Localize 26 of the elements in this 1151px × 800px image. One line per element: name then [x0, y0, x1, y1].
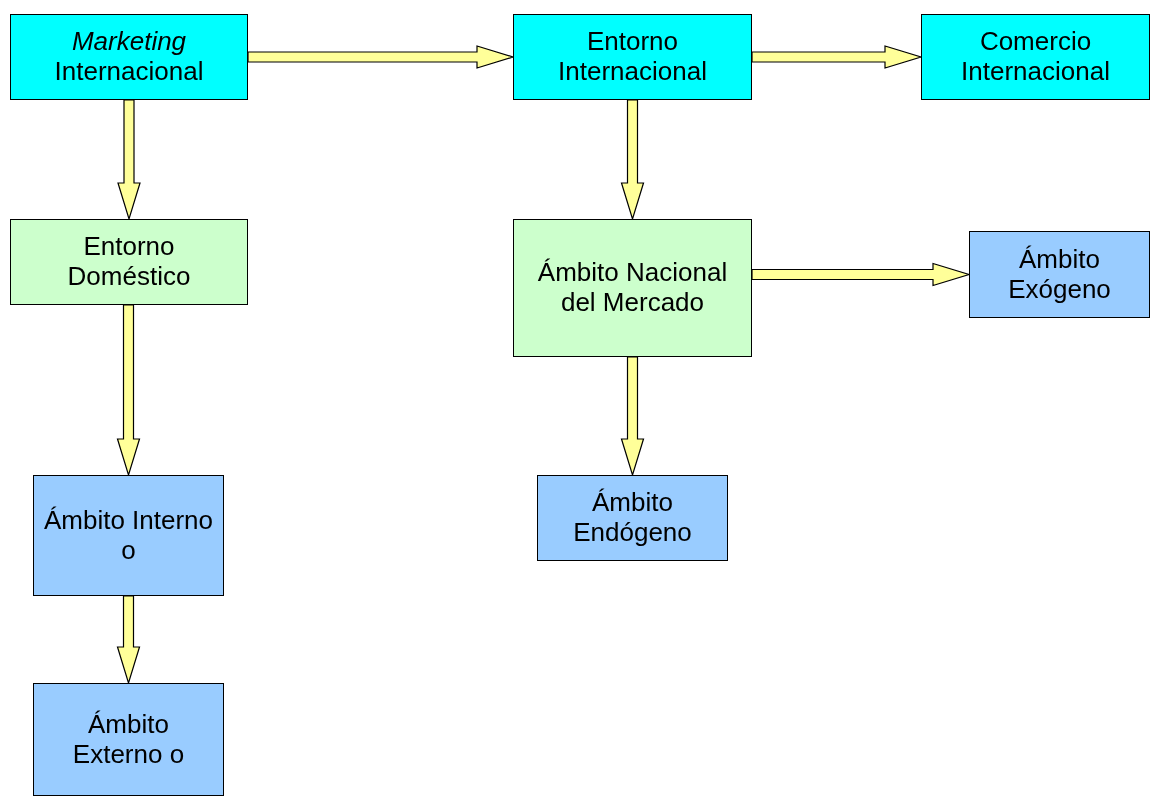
- box-label: Ámbito Nacional del Mercado: [536, 258, 729, 318]
- box-label: Entorno Internacional: [557, 27, 708, 87]
- block-arrow: [620, 356, 645, 478]
- process-box: [33, 475, 224, 596]
- process-box: [10, 219, 248, 305]
- process-box: [33, 683, 224, 796]
- box-label: Ámbito Exógeno: [1007, 244, 1112, 305]
- block-arrow: [116, 304, 141, 478]
- block-arrow: [751, 45, 924, 69]
- process-box: [969, 231, 1150, 318]
- box-label: Entorno Doméstico: [66, 232, 192, 292]
- block-arrow: [117, 99, 141, 222]
- box-label: Ámbito Endógeno: [572, 488, 693, 548]
- process-box: [921, 14, 1150, 100]
- process-box: [513, 14, 752, 100]
- process-box: [513, 219, 752, 357]
- block-arrow: [247, 45, 516, 69]
- block-arrow: [620, 99, 645, 222]
- box-label: Marketing Internacional: [53, 27, 205, 87]
- box-label: Comercio Internacional: [960, 27, 1111, 87]
- process-box: [10, 14, 248, 100]
- process-box: [537, 475, 728, 561]
- box-label: Ámbito Externo o: [71, 709, 186, 770]
- block-arrow: [751, 262, 972, 287]
- box-label: Ámbito Interno o: [42, 505, 215, 566]
- block-arrow: [116, 595, 141, 686]
